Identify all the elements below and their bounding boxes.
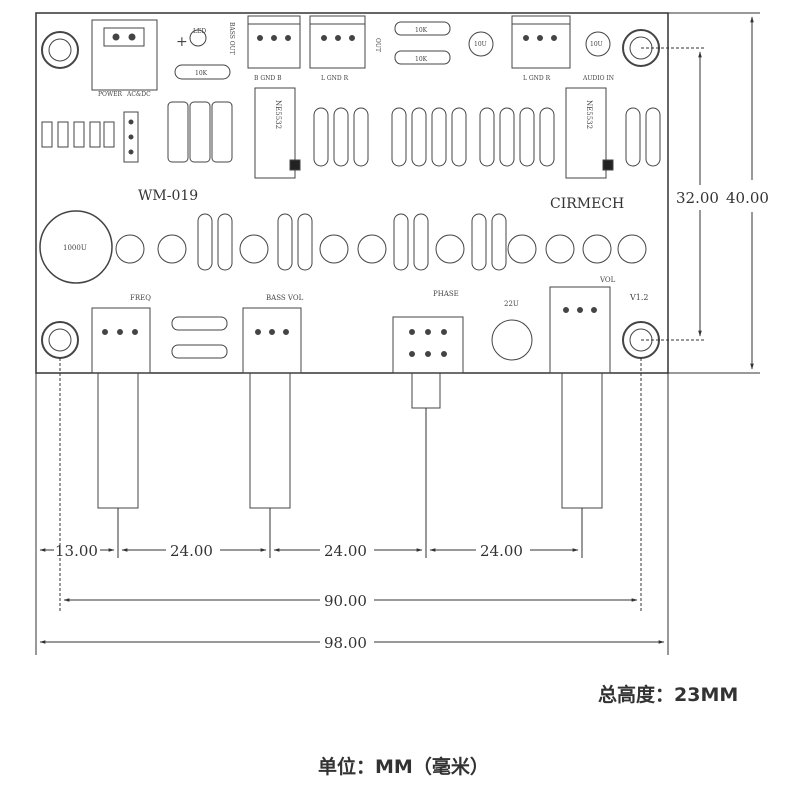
cap-top2-label: 10U — [590, 41, 603, 48]
cap-22u-bottom-label: 22U — [504, 300, 519, 308]
dim-24a: 24.00 — [170, 542, 213, 560]
dim-24b: 24.00 — [324, 542, 367, 560]
out-label: OUT — [374, 38, 381, 52]
header-bass-out — [247, 15, 301, 69]
resistor-pair-top — [394, 21, 451, 65]
pot-phase — [392, 316, 464, 409]
chip-ne5532-1 — [254, 87, 301, 179]
resistor-led — [174, 64, 231, 80]
dim-32: 32.00 — [676, 189, 719, 207]
small-components-left — [41, 111, 139, 163]
cap-top2 — [585, 31, 611, 57]
dim-90: 90.00 — [324, 592, 367, 610]
bass-vol-label: BASS VOL — [266, 294, 304, 302]
header-out — [309, 15, 366, 69]
led-label: LED — [193, 28, 206, 35]
resistor-led-label: 10K — [195, 70, 208, 77]
phase-label: PHASE — [433, 290, 459, 298]
header-lgndr1-label: L GND R — [321, 75, 349, 82]
led-icon — [189, 29, 207, 47]
resistors-middle-row — [197, 213, 507, 271]
caps-middle-row — [115, 234, 647, 264]
pcb-outline — [35, 12, 669, 374]
model-label: WM-019 — [138, 188, 198, 204]
header-bgndb-label: B GND B — [254, 75, 282, 82]
header-lgndr2-label: L GND R — [523, 75, 551, 82]
power-label: POWER — [98, 91, 123, 98]
power-terminal — [91, 19, 158, 91]
cap-top1-label: 10U — [474, 41, 487, 48]
chip-ne5532-2 — [565, 87, 614, 179]
cap-1000u — [39, 210, 113, 284]
horizontal-dimensions — [35, 358, 669, 655]
led-plus: + — [176, 34, 188, 50]
dim-24c: 24.00 — [480, 542, 523, 560]
cap-top1 — [468, 31, 494, 57]
res-top2-label: 10K — [415, 56, 428, 63]
dim-40: 40.00 — [726, 189, 769, 207]
res-top1-label: 10K — [415, 27, 428, 34]
vol-label: VOL — [599, 276, 616, 284]
audio-in-label: AUDIO IN — [582, 75, 614, 82]
chip2-label: NE5532 — [585, 100, 593, 129]
unit-note: 单位：MM（毫米） — [318, 756, 489, 778]
header-audio-in — [511, 15, 571, 69]
freq-label: FREQ — [130, 294, 151, 302]
resistors-left-block — [167, 101, 233, 163]
chip1-label: NE5532 — [274, 100, 282, 129]
bass-out-label: BASS OUT — [228, 22, 235, 55]
v12-label: V1.2 — [629, 293, 649, 302]
brand-label: CIRMECH — [550, 196, 624, 212]
acdc-label: AC&DC — [126, 91, 151, 98]
total-height-note: 总高度：23MM — [598, 684, 739, 706]
resistors-mid — [313, 107, 661, 167]
cap-22u-bottom — [491, 319, 533, 361]
resistor-pair-freq — [171, 316, 228, 359]
dim-13: 13.00 — [55, 542, 98, 560]
dim-98: 98.00 — [324, 634, 367, 652]
vertical-dimensions — [641, 12, 760, 374]
cap-1000u-label: 1000U — [63, 244, 87, 252]
